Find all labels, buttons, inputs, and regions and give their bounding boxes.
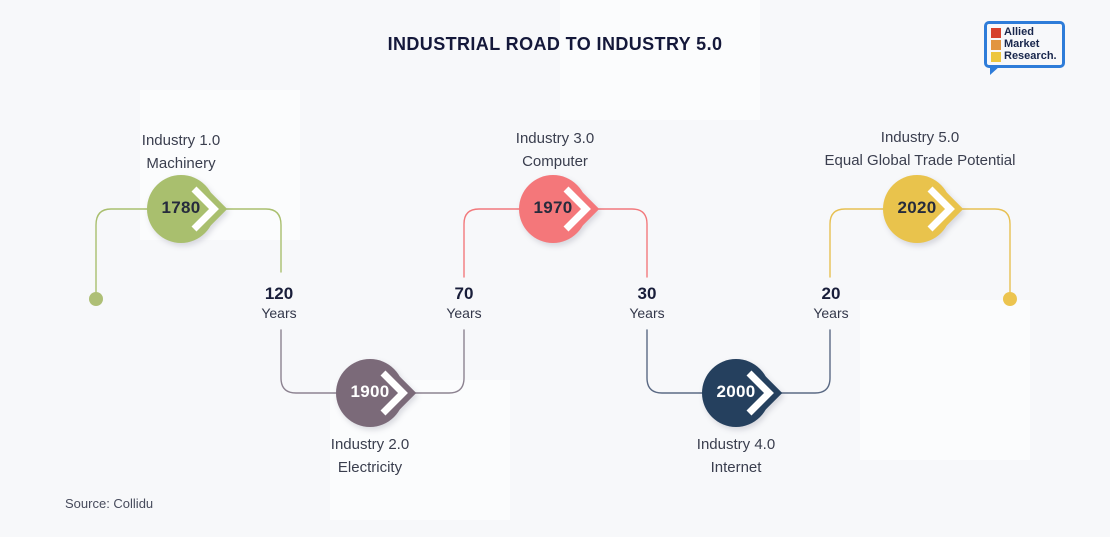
circle-arrow-icon	[147, 175, 228, 243]
circle-arrow-icon	[336, 359, 417, 427]
milestone-title: Industry 5.0	[880, 129, 960, 146]
milestone-year: 2000	[716, 382, 756, 401]
logo-red-square-icon	[991, 27, 1001, 38]
milestone-title: Industry 4.0	[696, 436, 776, 453]
gap-label-20-years: 20 Years	[771, 284, 891, 321]
source-caption: Source: Collidu	[65, 496, 154, 511]
circle-arrow-icon	[883, 175, 964, 243]
logo-text-line: Allied	[1004, 26, 1034, 38]
milestone-subtitle: Equal Global Trade Potential	[824, 152, 1016, 169]
milestone-label-industry-4: Industry 4.0 Internet	[566, 433, 906, 479]
logo-text-line: Market	[1004, 38, 1040, 50]
gap-value: 120	[264, 284, 294, 303]
gap-unit: Years	[446, 305, 482, 321]
milestone-label-industry-1: Industry 1.0 Machinery	[11, 129, 351, 175]
gap-unit: Years	[813, 305, 849, 321]
milestone-marker-1970: 1970	[511, 167, 607, 251]
milestone-marker-2020: 2020	[875, 167, 971, 251]
timeline-end-dot	[1003, 292, 1017, 306]
background-texture	[860, 300, 1030, 460]
speech-bubble-icon: Allied Market Research.	[984, 21, 1065, 75]
circle-arrow-icon	[519, 175, 600, 243]
milestone-subtitle: Machinery	[146, 155, 216, 172]
logo-yellow-square-icon	[991, 51, 1001, 62]
gap-label-120-years: 120 Years	[219, 284, 339, 321]
milestone-title: Industry 3.0	[515, 130, 595, 147]
milestone-marker-2000: 2000	[694, 351, 790, 435]
gap-unit: Years	[629, 305, 665, 321]
milestone-marker-1900: 1900	[328, 351, 424, 435]
page-title: INDUSTRIAL ROAD TO INDUSTRY 5.0	[387, 34, 723, 54]
gap-value: 70	[454, 284, 474, 303]
milestone-label-industry-5: Industry 5.0 Equal Global Trade Potentia…	[750, 126, 1090, 172]
milestone-title: Industry 1.0	[141, 132, 221, 149]
background-texture	[560, 0, 760, 120]
timeline-start-dot	[89, 292, 103, 306]
milestone-subtitle: Electricity	[337, 459, 403, 476]
milestone-year: 2020	[897, 198, 937, 217]
milestone-label-industry-2: Industry 2.0 Electricity	[200, 433, 540, 479]
milestone-title: Industry 2.0	[330, 436, 410, 453]
circle-arrow-icon	[702, 359, 783, 427]
gap-unit: Years	[261, 305, 297, 321]
logo-text-line: Research.	[1004, 50, 1057, 62]
milestone-marker-1780: 1780	[139, 167, 235, 251]
milestone-subtitle: Internet	[710, 459, 762, 476]
speech-bubble-tail	[990, 66, 1000, 75]
gap-value: 20	[821, 284, 841, 303]
gap-value: 30	[637, 284, 657, 303]
gap-label-70-years: 70 Years	[404, 284, 524, 321]
milestone-year: 1900	[350, 382, 390, 401]
logo-orange-square-icon	[991, 39, 1001, 50]
gap-label-30-years: 30 Years	[587, 284, 707, 321]
milestone-year: 1780	[161, 198, 201, 217]
milestone-year: 1970	[533, 198, 573, 217]
allied-market-research-logo: Allied Market Research.	[984, 21, 1065, 75]
milestone-subtitle: Computer	[522, 153, 588, 170]
milestone-label-industry-3: Industry 3.0 Computer	[385, 127, 725, 173]
